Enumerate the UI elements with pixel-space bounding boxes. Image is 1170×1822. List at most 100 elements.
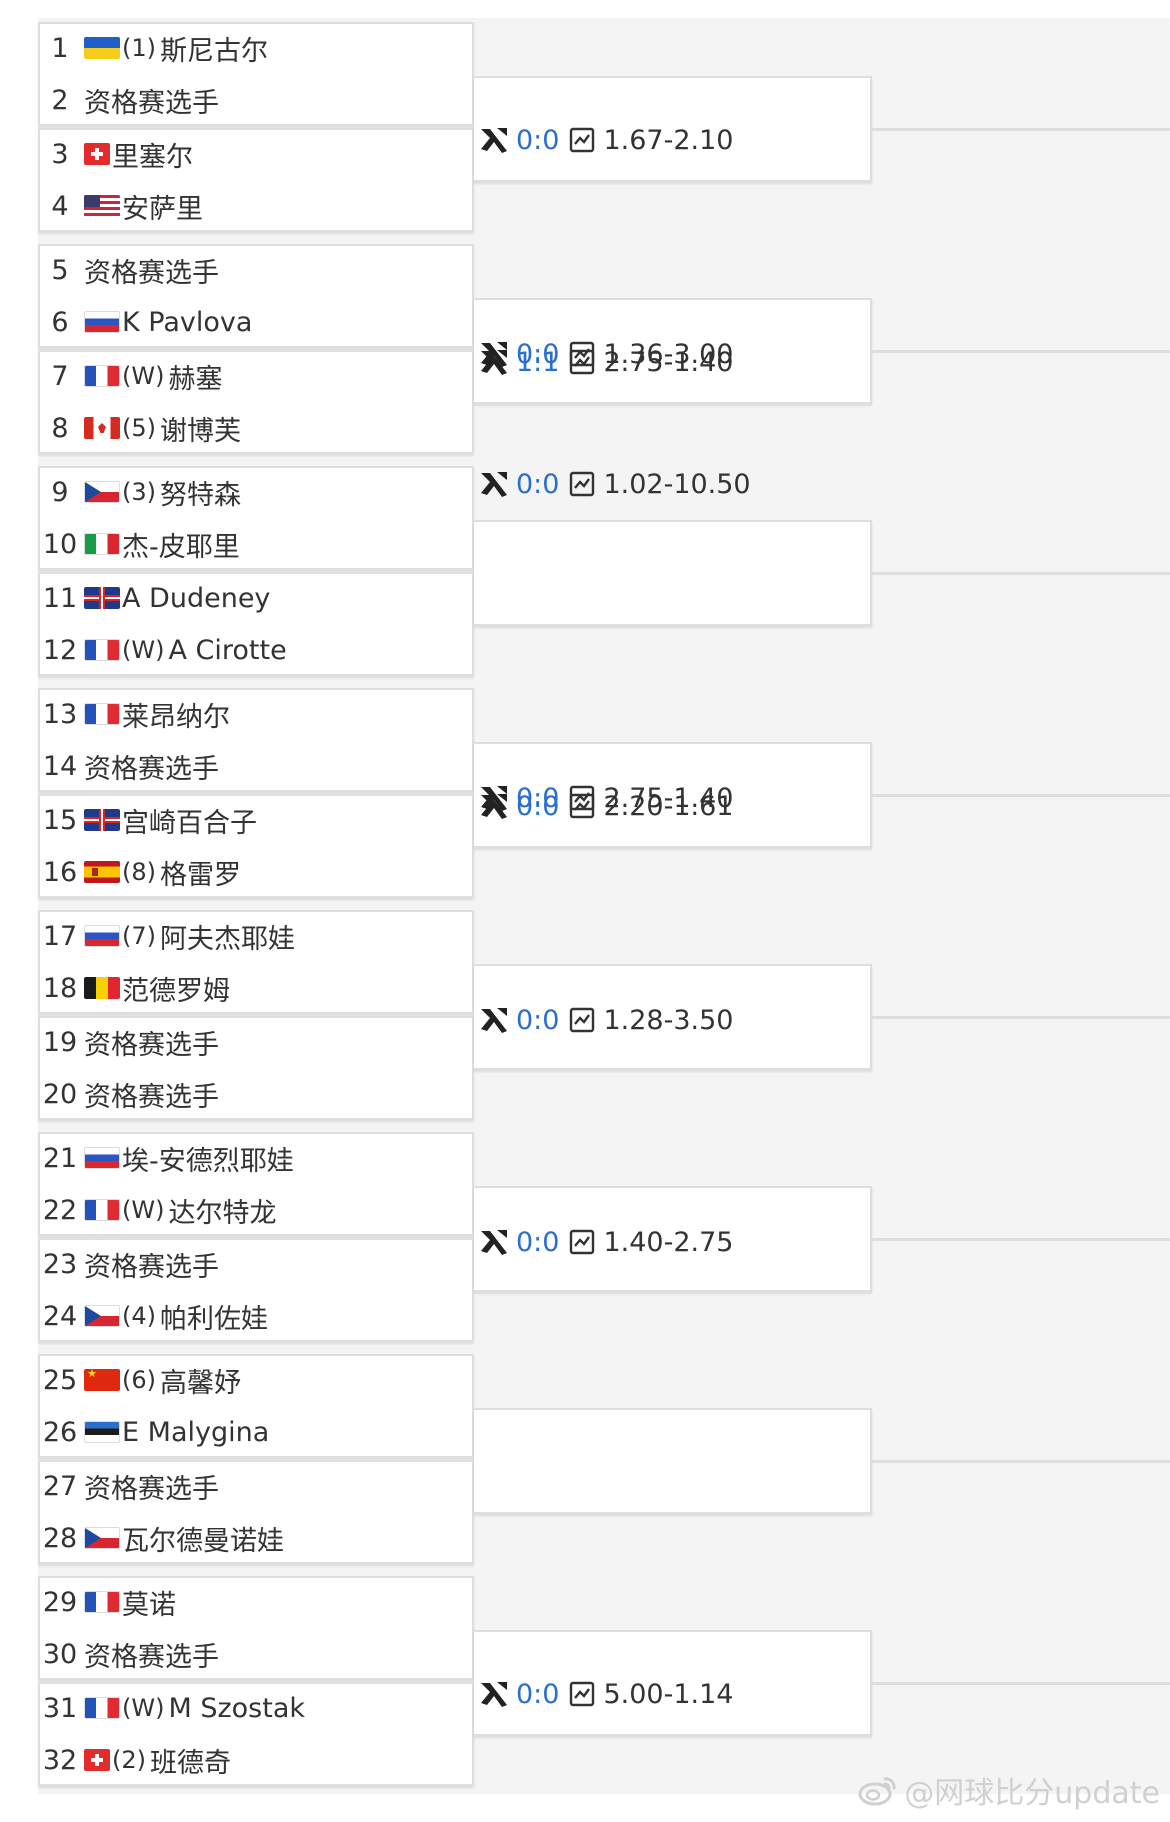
round2-slot[interactable] bbox=[474, 76, 872, 182]
player-row[interactable]: 12(W)A Cirotte bbox=[40, 624, 287, 676]
line-chart-icon[interactable] bbox=[569, 1007, 595, 1033]
player-row[interactable]: 25(6)高馨妤 bbox=[40, 1354, 241, 1406]
line-chart-icon[interactable] bbox=[569, 785, 595, 811]
round2-slot[interactable] bbox=[474, 298, 872, 404]
player-name: 杰-皮耶里 bbox=[122, 531, 240, 563]
player-row[interactable]: 31(W)M Szostak bbox=[40, 1682, 305, 1734]
draw-position: 10 bbox=[42, 528, 78, 560]
player-name: 高馨妤 bbox=[160, 1367, 241, 1399]
round3-connector bbox=[872, 128, 1170, 131]
draw-position: 19 bbox=[42, 1026, 78, 1058]
round2-slot[interactable] bbox=[474, 964, 872, 1070]
player-row[interactable]: 16(8)格雷罗 bbox=[40, 846, 241, 898]
flag-be-icon bbox=[84, 977, 120, 999]
round2-slot[interactable] bbox=[474, 1186, 872, 1292]
head-to-head[interactable]: 0:0 bbox=[516, 1004, 560, 1036]
player-row[interactable]: 22(W)达尔特龙 bbox=[40, 1184, 277, 1236]
draw-position: 26 bbox=[42, 1416, 78, 1448]
player-seed: (W) bbox=[122, 636, 165, 664]
player-name: 帕利佐娃 bbox=[160, 1303, 268, 1335]
head-to-head[interactable]: 0:0 bbox=[516, 782, 560, 814]
head-to-head[interactable]: 0:0 bbox=[516, 1678, 560, 1710]
match-box[interactable]: 9(3)努特森 10 杰-皮耶里 bbox=[38, 466, 474, 570]
player-row[interactable]: 32(2)班德奇 bbox=[40, 1734, 231, 1786]
player-row[interactable]: 1(1)斯尼古尔 bbox=[40, 22, 268, 74]
player-row[interactable]: 7(W)赫塞 bbox=[40, 350, 222, 402]
flag-cz-icon bbox=[84, 1305, 120, 1327]
player-row[interactable]: 8(5)谢博芙 bbox=[40, 402, 241, 454]
player-row[interactable]: 24(4)帕利佐娃 bbox=[40, 1290, 268, 1342]
round2-slot[interactable] bbox=[474, 1408, 872, 1514]
head-to-head[interactable]: 0:0 bbox=[516, 468, 560, 500]
round2-slot[interactable] bbox=[474, 742, 872, 848]
player-name: K Pavlova bbox=[122, 306, 253, 338]
round2-slot[interactable] bbox=[474, 1630, 872, 1736]
player-seed: (4) bbox=[122, 1302, 156, 1330]
player-row[interactable]: 10 杰-皮耶里 bbox=[40, 518, 240, 570]
flag-ru-icon bbox=[84, 925, 120, 947]
flag-ee-icon bbox=[84, 1421, 120, 1443]
draw-position: 16 bbox=[42, 856, 78, 888]
head-to-head[interactable]: 0:0 bbox=[516, 124, 560, 156]
round2-slot[interactable] bbox=[474, 520, 872, 626]
line-chart-icon[interactable] bbox=[569, 1229, 595, 1255]
head-to-head[interactable]: 0:0 bbox=[516, 790, 560, 822]
crossed-rackets-icon bbox=[481, 1682, 507, 1707]
crossed-rackets-icon bbox=[481, 1008, 507, 1033]
line-chart-icon[interactable] bbox=[569, 341, 595, 367]
player-name: 资格赛选手 bbox=[84, 1081, 219, 1113]
player-row[interactable]: 17(7)阿夫杰耶娃 bbox=[40, 910, 295, 962]
line-chart-icon[interactable] bbox=[569, 1681, 595, 1707]
player-name: M Szostak bbox=[168, 1692, 306, 1724]
line-chart-icon[interactable] bbox=[569, 471, 595, 497]
line-chart-icon[interactable] bbox=[569, 127, 595, 153]
head-to-head[interactable]: 0:0 bbox=[516, 338, 560, 370]
player-row[interactable]: 9(3)努特森 bbox=[40, 466, 241, 518]
head-to-head[interactable]: 0:0 bbox=[516, 1226, 560, 1258]
head-to-head[interactable]: 1:1 bbox=[516, 346, 560, 378]
